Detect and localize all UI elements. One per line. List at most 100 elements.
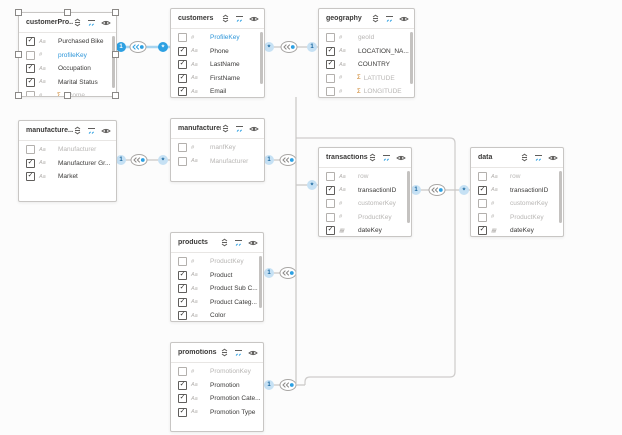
eye-icon[interactable] bbox=[249, 15, 259, 23]
expand-collapse-fields-icon[interactable] bbox=[220, 348, 229, 357]
eye-icon[interactable] bbox=[248, 239, 258, 247]
selection-handle[interactable] bbox=[15, 92, 22, 99]
field-checkbox[interactable]: ✓ bbox=[178, 394, 187, 404]
expand-collapse-fields-icon[interactable] bbox=[371, 14, 380, 23]
selection-handle[interactable] bbox=[63, 9, 71, 16]
relationship-rel-manufacturerssrc-manufacturers[interactable]: 1* bbox=[115, 154, 170, 166]
field-row[interactable]: #profileKey bbox=[19, 49, 116, 63]
expand-collapse-fields-icon[interactable] bbox=[368, 153, 377, 162]
field-checkbox[interactable]: ✓ bbox=[178, 46, 187, 56]
relationship-route-line[interactable] bbox=[296, 137, 456, 385]
field-checkbox[interactable]: ✓ bbox=[478, 185, 487, 195]
field-row[interactable]: #ProductKey bbox=[319, 211, 411, 225]
selection-handle[interactable] bbox=[15, 9, 22, 16]
field-checkbox[interactable] bbox=[326, 172, 335, 182]
collapse-table-icon[interactable] bbox=[87, 127, 96, 135]
field-row[interactable]: #customerKey bbox=[319, 197, 411, 211]
field-checkbox[interactable] bbox=[178, 257, 187, 267]
table-scrollbar[interactable] bbox=[410, 32, 413, 84]
eye-icon[interactable] bbox=[249, 125, 259, 133]
field-checkbox[interactable]: ✓ bbox=[178, 270, 187, 280]
field-checkbox[interactable]: ✓ bbox=[178, 60, 187, 70]
relationship-rel-manufacturers-transactions[interactable]: 1* bbox=[263, 154, 318, 191]
field-checkbox[interactable]: ✓ bbox=[326, 60, 335, 70]
relationship-rel-promotions-transactions[interactable]: 1 bbox=[263, 379, 305, 391]
relationship-rel-transactions-data[interactable]: 1* bbox=[410, 184, 470, 196]
collapse-table-icon[interactable] bbox=[235, 15, 244, 23]
expand-collapse-fields-icon[interactable] bbox=[221, 124, 230, 133]
collapse-table-icon[interactable] bbox=[385, 15, 394, 23]
field-checkbox[interactable] bbox=[26, 145, 35, 155]
field-row[interactable]: #ProfileKey bbox=[171, 31, 264, 45]
selection-handle[interactable] bbox=[112, 92, 119, 99]
selection-handle[interactable] bbox=[15, 50, 22, 58]
selection-handle[interactable] bbox=[112, 9, 119, 16]
field-checkbox[interactable] bbox=[326, 87, 335, 97]
field-checkbox[interactable] bbox=[326, 73, 335, 83]
field-checkbox[interactable] bbox=[478, 212, 487, 222]
eye-icon[interactable] bbox=[101, 127, 111, 135]
field-checkbox[interactable]: ✓ bbox=[26, 77, 35, 87]
eye-icon[interactable] bbox=[101, 19, 111, 27]
field-checkbox[interactable]: ✓ bbox=[178, 73, 187, 83]
collapse-table-icon[interactable] bbox=[234, 349, 243, 357]
field-checkbox[interactable]: ✓ bbox=[26, 158, 35, 168]
field-checkbox[interactable] bbox=[326, 33, 335, 43]
eye-icon[interactable] bbox=[548, 154, 558, 162]
field-checkbox[interactable] bbox=[178, 367, 187, 377]
expand-collapse-fields-icon[interactable] bbox=[221, 14, 230, 23]
expand-collapse-fields-icon[interactable] bbox=[73, 18, 82, 27]
table-scrollbar[interactable] bbox=[259, 256, 262, 308]
collapse-table-icon[interactable] bbox=[87, 19, 96, 27]
field-checkbox[interactable]: ✓ bbox=[26, 64, 35, 74]
field-checkbox[interactable]: ✓ bbox=[178, 311, 187, 321]
field-checkbox[interactable]: ✓ bbox=[178, 407, 187, 417]
field-checkbox[interactable] bbox=[178, 156, 187, 166]
eye-icon[interactable] bbox=[248, 349, 258, 357]
field-row[interactable]: #geoId bbox=[319, 31, 414, 45]
field-checkbox[interactable]: ✓ bbox=[178, 284, 187, 294]
selection-handle[interactable] bbox=[63, 92, 71, 99]
field-checkbox[interactable] bbox=[26, 50, 35, 60]
relationship-rel-products-transactions[interactable]: 1 bbox=[263, 267, 297, 279]
field-row[interactable]: #ProductKey bbox=[471, 211, 563, 225]
field-checkbox[interactable] bbox=[326, 212, 335, 222]
collapse-table-icon[interactable] bbox=[382, 154, 391, 162]
field-checkbox[interactable]: ✓ bbox=[178, 87, 187, 97]
eye-icon[interactable] bbox=[399, 15, 409, 23]
field-checkbox[interactable]: ✓ bbox=[326, 226, 335, 236]
field-checkbox[interactable]: ✓ bbox=[178, 380, 187, 390]
expand-collapse-fields-icon[interactable] bbox=[520, 153, 529, 162]
relationship-rel-customerprofiles-customers[interactable]: 1* bbox=[115, 41, 170, 53]
field-checkbox[interactable] bbox=[478, 199, 487, 209]
field-checkbox[interactable]: ✓ bbox=[26, 172, 35, 182]
eye-icon[interactable] bbox=[396, 154, 406, 162]
collapse-table-icon[interactable] bbox=[534, 154, 543, 162]
